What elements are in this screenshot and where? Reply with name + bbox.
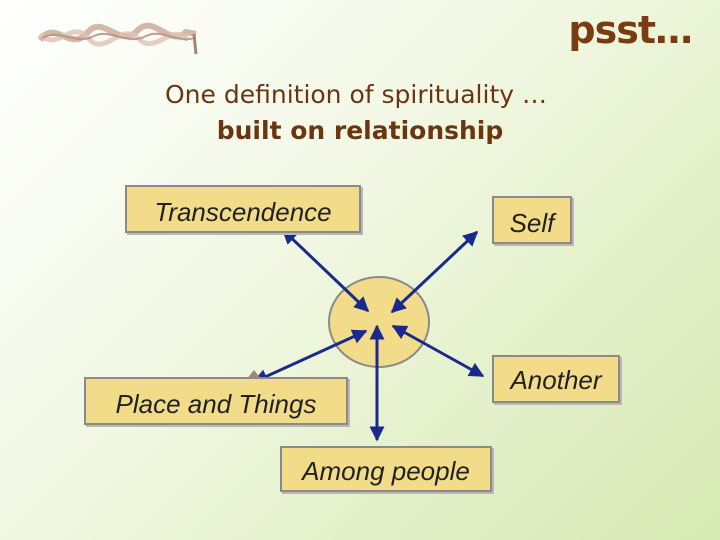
node-place-and-things: Place and Things: [84, 377, 348, 425]
arrow-another: [391, 324, 485, 378]
node-another: Another: [492, 355, 620, 403]
page-title: built on relationship: [216, 116, 504, 145]
arrow-self: [390, 230, 479, 314]
node-transcendence: Transcendence: [125, 185, 361, 233]
corner-title: psst…: [568, 8, 693, 52]
subtitle: One definition of spirituality …: [165, 80, 547, 109]
arrow-transcendence: [281, 228, 370, 313]
arrow-place-and-things: [252, 329, 368, 384]
ribbon-logo: [37, 22, 198, 55]
node-among-people: Among people: [280, 446, 492, 492]
node-self: Self: [492, 196, 572, 244]
